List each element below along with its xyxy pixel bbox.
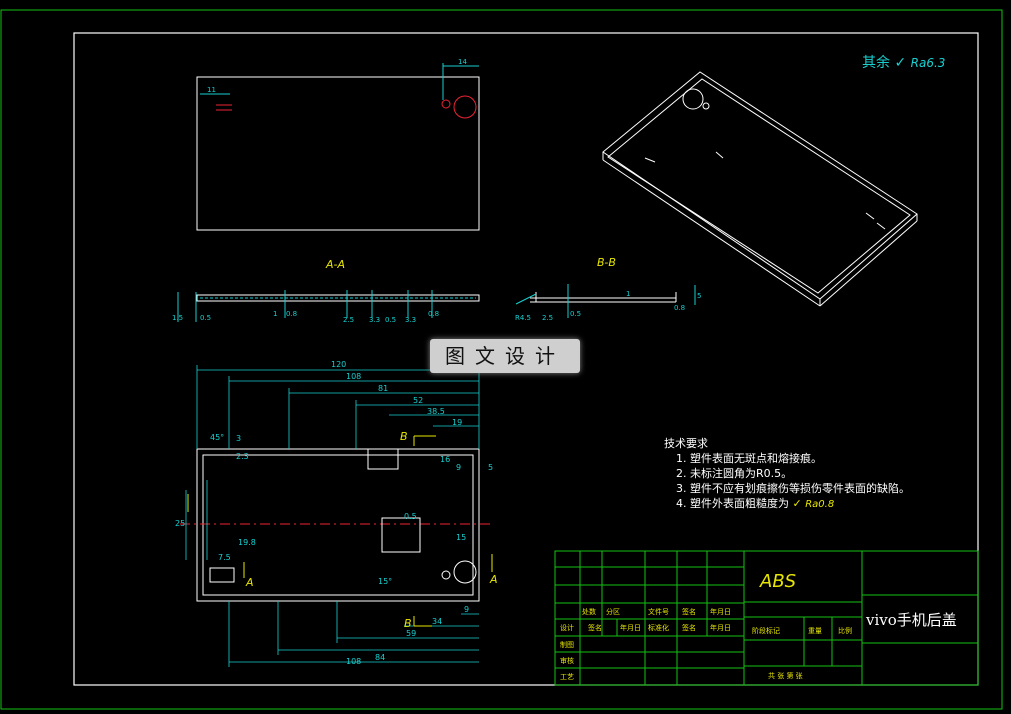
tr-title: 技术要求: [664, 437, 708, 450]
svg-text:5: 5: [697, 292, 701, 300]
svg-text:A: A: [489, 573, 498, 586]
tb-side-0: 制图: [560, 641, 574, 649]
svg-text:84: 84: [375, 653, 385, 662]
section-aa: [177, 290, 480, 322]
svg-text:B: B: [404, 617, 412, 630]
watermark: 图文设计: [430, 339, 580, 373]
svg-text:2.3: 2.3: [236, 452, 249, 461]
roughness-prefix: 其余: [862, 55, 890, 71]
section-dim-labels: 1.5 0.5 1 0.8 2.5 3.3 0.5 3.3 0.8 R4.5 2…: [172, 290, 701, 324]
svg-text:B: B: [400, 430, 408, 443]
top-view: [196, 63, 480, 231]
svg-text:9: 9: [464, 605, 469, 614]
tb-label-0: 处数: [582, 608, 596, 616]
tb-sheet: 共 张 第 张: [768, 672, 803, 680]
main-dim-labels: 120 108 81 52 38.5 19 16 9 5 45° 3 2.3 0…: [175, 360, 493, 666]
dim-14: 14: [458, 58, 467, 66]
section-marker-letters: B B A A: [245, 430, 498, 630]
isometric-view: [602, 71, 918, 307]
svg-text:0.5: 0.5: [200, 314, 211, 322]
svg-text:45°: 45°: [210, 433, 224, 442]
tr-item-3: 3. 塑件不应有划痕擦伤等损伤零件表面的缺陷。: [676, 482, 910, 495]
svg-text:108: 108: [346, 657, 361, 666]
tb-side-2: 工艺: [560, 673, 574, 681]
svg-text:1: 1: [273, 310, 277, 318]
svg-text:A: A: [245, 576, 254, 589]
main-dimension-lines: [185, 365, 480, 667]
svg-text:0.5: 0.5: [404, 512, 417, 521]
svg-text:0.5: 0.5: [385, 316, 396, 324]
svg-text:59: 59: [406, 629, 416, 638]
svg-text:1.5: 1.5: [172, 314, 183, 322]
tr-item-4: 4. 塑件外表面粗糙度为 ✓ Ra0.8: [676, 497, 835, 510]
svg-text:38.5: 38.5: [427, 407, 445, 416]
section-bb: [515, 284, 696, 318]
svg-text:5: 5: [488, 463, 493, 472]
part-name: vivo手机后盖: [866, 611, 957, 629]
section-markers: [187, 435, 493, 627]
svg-text:2.5: 2.5: [542, 314, 553, 322]
roughness-small-icon: ✓: [792, 497, 802, 510]
svg-text:3.3: 3.3: [369, 316, 380, 324]
tb-left-0: 设计: [560, 624, 574, 632]
svg-text:0.5: 0.5: [570, 310, 581, 318]
svg-text:7.5: 7.5: [218, 553, 231, 562]
svg-text:19.8: 19.8: [238, 538, 256, 547]
svg-text:52: 52: [413, 396, 423, 405]
material-label: ABS: [760, 571, 797, 592]
svg-text:0.8: 0.8: [428, 310, 439, 318]
tb-stage-1: 重量: [808, 627, 822, 635]
svg-text:15: 15: [456, 533, 466, 542]
tr-item-2: 2. 未标注圆角为R0.5。: [676, 467, 793, 480]
roughness-value: Ra6.3: [910, 56, 946, 70]
roughness-symbol-icon: ✓: [894, 55, 907, 71]
tb-stage-0: 阶段标记: [752, 627, 780, 635]
tr-item-1: 1. 塑件表面无斑点和熔接痕。: [676, 452, 822, 465]
svg-text:19: 19: [452, 418, 462, 427]
tb-label-3: 签名: [682, 608, 696, 616]
tb-left-5: 年月日: [710, 624, 731, 632]
section-label-aa: A-A: [326, 258, 346, 271]
tb-left-2: 年月日: [620, 624, 641, 632]
title-block: [554, 550, 979, 686]
dim-11: 11: [207, 86, 216, 94]
tb-left-4: 签名: [682, 624, 696, 632]
tb-side-1: 审核: [560, 657, 574, 665]
svg-text:25: 25: [175, 519, 185, 528]
outer-frame: [0, 9, 1003, 710]
svg-text:16: 16: [440, 455, 450, 464]
tb-stage-2: 比例: [838, 627, 852, 635]
tb-left-1: 签名: [588, 624, 602, 632]
tb-label-1: 分区: [606, 608, 620, 616]
svg-text:120: 120: [331, 360, 346, 369]
svg-text:R4.5: R4.5: [515, 314, 531, 322]
svg-text:0.8: 0.8: [286, 310, 297, 318]
main-view: [180, 448, 492, 602]
technical-requirements: 技术要求 1. 塑件表面无斑点和熔接痕。 2. 未标注圆角为R0.5。 3. 塑…: [664, 436, 910, 512]
inner-frame: [73, 32, 979, 686]
svg-text:9: 9: [456, 463, 461, 472]
tb-label-2: 文件号: [648, 608, 669, 616]
svg-text:0.8: 0.8: [674, 304, 685, 312]
svg-text:1: 1: [626, 290, 630, 298]
svg-text:108: 108: [346, 372, 361, 381]
tb-left-3: 标准化: [648, 624, 669, 632]
svg-text:3.3: 3.3: [405, 316, 416, 324]
svg-text:3: 3: [236, 434, 241, 443]
section-label-bb: B-B: [597, 256, 616, 269]
svg-text:2.5: 2.5: [343, 316, 354, 324]
svg-text:34: 34: [432, 617, 442, 626]
svg-text:81: 81: [378, 384, 388, 393]
roughness-note: 其余 ✓ Ra6.3: [862, 52, 945, 72]
tb-label-4: 年月日: [710, 608, 731, 616]
svg-text:15°: 15°: [378, 577, 392, 586]
